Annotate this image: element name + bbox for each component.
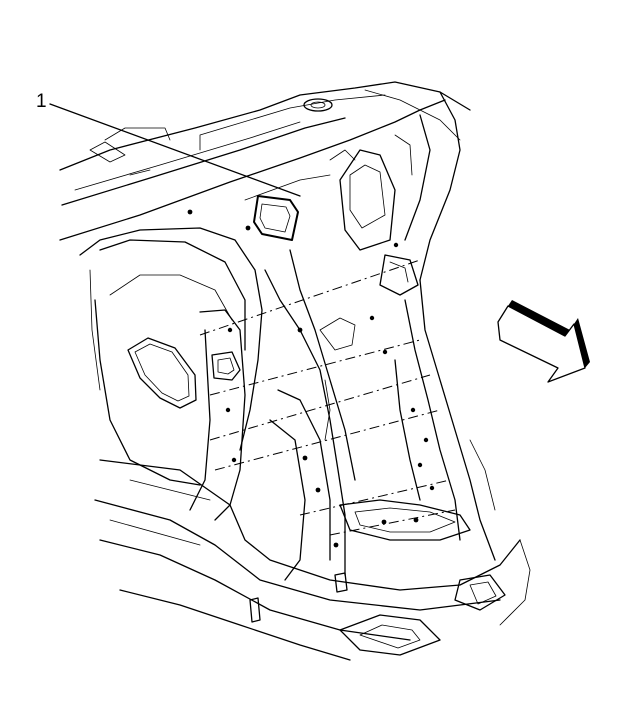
callout-1-component	[253, 195, 299, 241]
direction-arrow-icon	[497, 300, 590, 383]
upper-cross-member	[59, 81, 471, 241]
inner-pillar-panel	[189, 249, 356, 581]
callout-1-leader-line	[49, 103, 301, 197]
callout-label-1: 1	[36, 91, 47, 112]
right-quarter-structure	[329, 91, 461, 355]
wheelhouse	[79, 227, 263, 486]
alignment-lines	[199, 259, 456, 536]
rear-floor	[94, 459, 531, 661]
